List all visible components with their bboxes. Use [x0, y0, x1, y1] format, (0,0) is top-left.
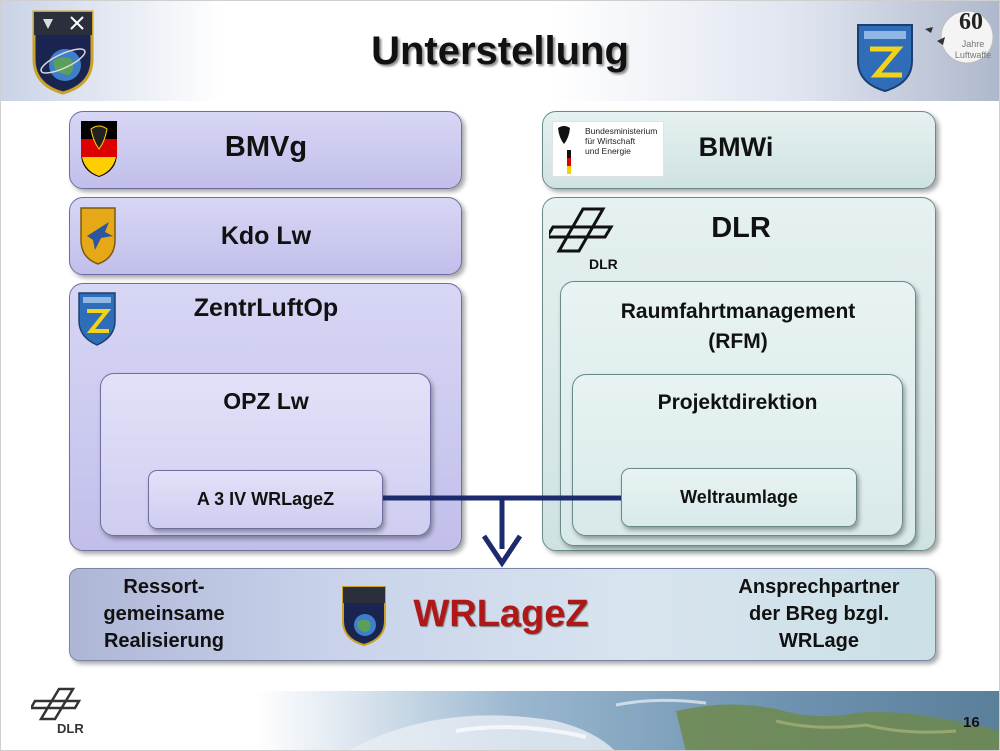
footer-dlr-text: DLR [57, 721, 84, 736]
bmwi-logo-text: Bundesministerium für Wirtschaft und Ene… [585, 126, 657, 156]
footer-dlr-logo-icon [31, 687, 82, 721]
bottom-right-line1: Ansprechpartner [738, 576, 900, 598]
bottom-left-text: Ressort- gemeinsame Realisierung [79, 574, 249, 655]
jubilee-line1: Jahre [961, 39, 985, 49]
wrlagez-crest-small-icon [342, 586, 386, 647]
a3iv-box [148, 470, 383, 529]
page-number: 16 [963, 714, 980, 731]
a3iv-label: A 3 IV WRLageZ [196, 489, 335, 509]
bmwi-logo-line3: und Energie [585, 146, 631, 156]
jubilee-60-icon [925, 10, 994, 64]
bottom-left-line2: gemeinsame [103, 603, 225, 625]
bmwi-label: BMWi [698, 132, 774, 162]
jubilee-line2: Luftwaffe [954, 50, 992, 60]
zentrluftop-crest-small-icon [78, 292, 116, 346]
slide-title: Unterstellung [371, 29, 629, 73]
wrlagez-bar [69, 568, 936, 661]
bmwi-logo: Bundesministerium für Wirtschaft und Ene… [552, 121, 664, 177]
wrlagez-crest-icon [32, 10, 94, 95]
bottom-left-line3: Realisierung [103, 630, 225, 652]
bottom-left-line1: Ressort- [123, 576, 205, 598]
zentrluftop-label: ZentrLuftOp [193, 294, 339, 322]
dlr-logo-text: DLR [589, 256, 618, 272]
weltraumlage-label: Weltraumlage [680, 487, 798, 507]
earth-image [256, 691, 999, 750]
bmwi-eagle-icon [558, 126, 571, 174]
wrlagez-title: WRLageZ [413, 593, 589, 635]
dlr-label: DLR [711, 212, 771, 244]
arrow-down-icon [481, 534, 523, 568]
federal-eagle-icon [81, 121, 117, 177]
kdo-lw-label: Kdo Lw [220, 222, 312, 250]
bmvg-box [69, 111, 462, 189]
rfm-line2: (RFM) [708, 330, 768, 353]
jubilee-text: Jahre Luftwaffe [949, 39, 997, 61]
bottom-right-line3: WRLage [779, 630, 859, 652]
bottom-right-line2: der BReg bzgl. [748, 603, 889, 625]
bottom-right-text: Ansprechpartner der BReg bzgl. WRLage [709, 574, 929, 655]
header-bar [1, 1, 999, 101]
rfm-label: Raumfahrtmanagement (RFM) [563, 297, 913, 357]
zentrluftop-crest-icon [857, 24, 913, 93]
jubilee-number: 60 [959, 9, 983, 35]
kdo-lw-box [69, 197, 462, 275]
bmvg-label: BMVg [224, 131, 308, 163]
weltraumlage-box [621, 468, 857, 527]
projektdirektion-label: Projektdirektion [657, 391, 818, 414]
bmwi-logo-line2: für Wirtschaft [585, 136, 636, 146]
luftwaffe-crest-icon [80, 207, 116, 265]
rfm-line1: Raumfahrtmanagement [620, 300, 856, 323]
bmwi-logo-line1: Bundesministerium [585, 126, 658, 136]
opz-lw-label: OPZ Lw [223, 388, 309, 414]
dlr-logo-icon [549, 207, 614, 253]
